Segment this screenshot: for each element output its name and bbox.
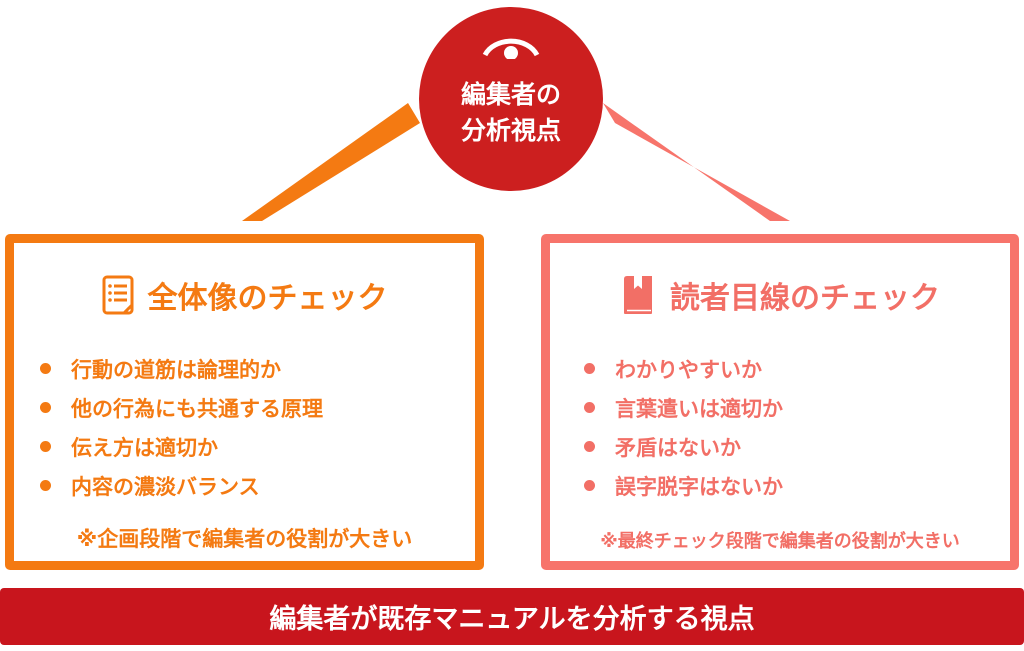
bullet-dot	[40, 480, 51, 491]
banner-text: 編集者が既存マニュアルを分析する視点	[269, 604, 755, 635]
center-title-line1: 編集者の	[460, 80, 561, 109]
list-item: わかりやすいか	[584, 349, 783, 388]
list-item-text: 誤字脱字はないか	[615, 474, 783, 499]
bullet-dot	[584, 402, 595, 413]
list-item: 他の行為にも共通する原理	[40, 388, 323, 427]
bullet-dot	[584, 363, 595, 374]
reader-check-title-text: 読者目線のチェック	[670, 281, 940, 316]
eye-icon	[482, 38, 540, 59]
list-item: 行動の道筋は論理的か	[40, 349, 323, 388]
reader-check-list: わかりやすいか 言葉遣いは適切か 矛盾はないか 誤字脱字はないか	[584, 349, 783, 505]
list-item-text: 言葉遣いは適切か	[615, 396, 783, 421]
left-connector	[242, 103, 420, 221]
list-item-text: 他の行為にも共通する原理	[71, 396, 323, 421]
bottom-banner: 編集者が既存マニュアルを分析する視点	[0, 588, 1024, 645]
list-item: 内容の濃淡バランス	[40, 466, 323, 505]
list-item-text: 伝え方は適切か	[71, 435, 218, 460]
list-item: 言葉遣いは適切か	[584, 388, 783, 427]
reader-check-title: 読者目線のチェック	[550, 273, 1010, 317]
overall-check-panel: 全体像のチェック 行動の道筋は論理的か 他の行為にも共通する原理 伝え方は適切か…	[5, 234, 484, 570]
center-title-line2: 分析視点	[460, 116, 561, 145]
overall-check-note: ※企画段階で編集者の役割が大きい	[76, 527, 413, 551]
bullet-dot	[584, 480, 595, 491]
reader-check-panel: 読者目線のチェック わかりやすいか 言葉遣いは適切か 矛盾はないか 誤字脱字はな…	[541, 234, 1019, 570]
list-item-text: 行動の道筋は論理的か	[71, 357, 281, 382]
bullet-dot	[584, 441, 595, 452]
reader-check-note: ※最終チェック段階で編集者の役割が大きい	[600, 531, 960, 552]
list-item: 矛盾はないか	[584, 427, 783, 466]
list-item-text: 矛盾はないか	[615, 435, 741, 460]
right-connector	[603, 103, 790, 221]
bullet-dot	[40, 441, 51, 452]
list-item-text: 内容の濃淡バランス	[71, 474, 260, 499]
document-list-icon	[102, 275, 133, 315]
list-item: 伝え方は適切か	[40, 427, 323, 466]
overall-check-title: 全体像のチェック	[14, 273, 475, 317]
overall-check-list: 行動の道筋は論理的か 他の行為にも共通する原理 伝え方は適切か 内容の濃淡バラン…	[40, 349, 323, 505]
list-item-text: わかりやすいか	[615, 357, 762, 382]
list-item: 誤字脱字はないか	[584, 466, 783, 505]
center-circle: 編集者の 分析視点	[419, 7, 603, 191]
bullet-dot	[40, 363, 51, 374]
center-title: 編集者の 分析視点	[461, 77, 561, 149]
bullet-dot	[40, 402, 51, 413]
overall-check-title-text: 全体像のチェック	[147, 281, 388, 316]
book-icon	[624, 276, 652, 314]
